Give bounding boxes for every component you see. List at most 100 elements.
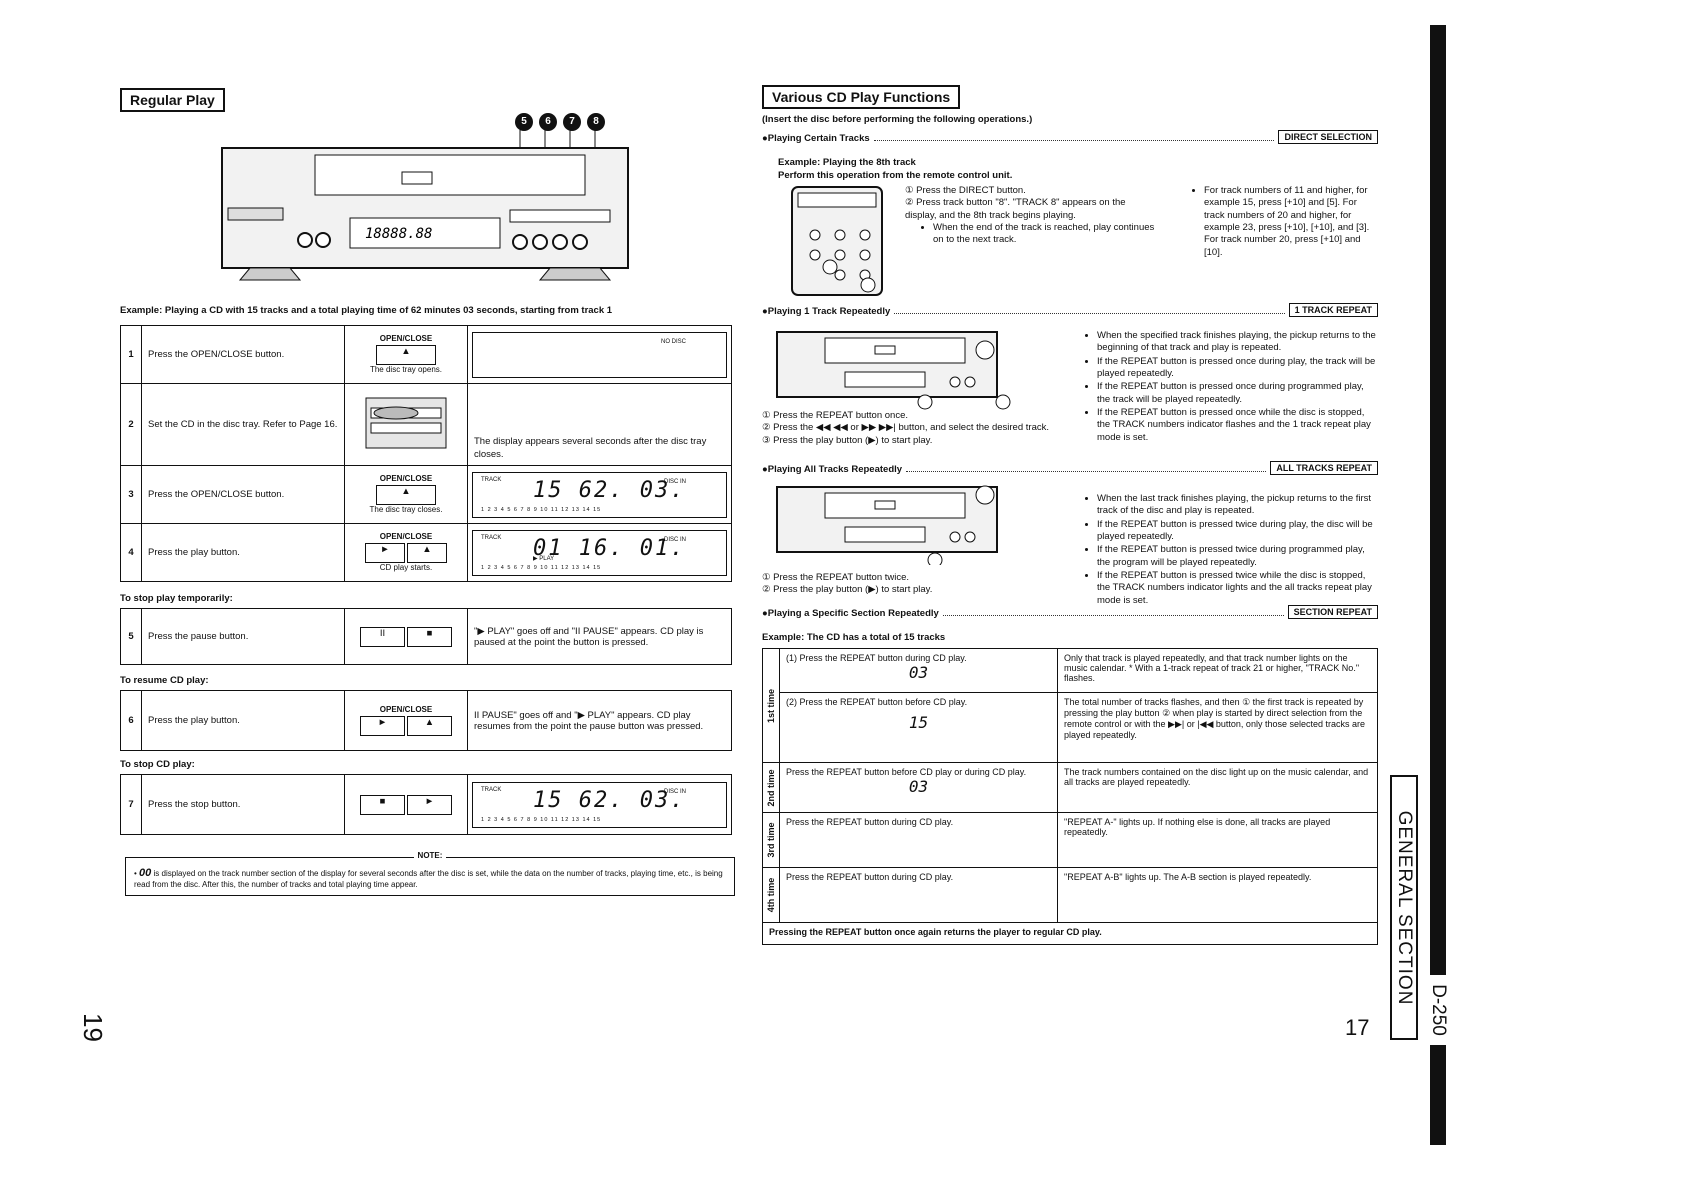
step-number: 4	[120, 523, 142, 582]
repeat-action: (1) Press the REPEAT button during CD pl…	[779, 648, 1058, 693]
btn-label: OPEN/CLOSE	[379, 532, 433, 542]
section-repeat-table: 1st time (1) Press the REPEAT button dur…	[762, 648, 1378, 945]
play-button-illustration: ►	[360, 715, 405, 736]
sec2-bullet-1: When the specified track finishes playin…	[1097, 330, 1378, 355]
sec2-step-3: ③ Press the play button (▶) to start pla…	[762, 434, 933, 446]
open-close-button-illustration: ▲	[376, 344, 436, 365]
note-box: NOTE: • 00 is displayed on the track num…	[125, 851, 735, 896]
sec3-bullet-2: If the REPEAT button is pressed twice du…	[1097, 519, 1378, 544]
action-text: Press the REPEAT button during CD play.	[786, 817, 954, 827]
sec3-bullets: When the last track finishes playing, th…	[1085, 493, 1378, 608]
repeat-footer: Pressing the REPEAT button once again re…	[762, 922, 1378, 945]
action-text: (2) Press the REPEAT button before CD pl…	[786, 697, 968, 707]
step-illustration: ■ ►	[344, 774, 468, 835]
sec3-bullet-1: When the last track finishes playing, th…	[1097, 493, 1378, 518]
step-text: Press the OPEN/CLOSE button.	[141, 465, 345, 524]
sec1-step-2: ② Press track button "8". "TRACK 8" appe…	[905, 197, 1126, 221]
sec3-step-1: ① Press the REPEAT button twice.	[762, 572, 910, 583]
step-number: 7	[120, 774, 142, 835]
step-row-7: 7 Press the stop button. ■ ► TRACK 15 62…	[120, 774, 732, 835]
lcd-digits: 15 62. 03.	[533, 787, 686, 813]
repeat-twice-illustration	[776, 485, 998, 565]
note-title: NOTE:	[413, 851, 447, 860]
regular-play-header: Regular Play	[120, 88, 225, 112]
action-digits: 03	[908, 663, 929, 682]
step-display: TRACK 15 62. 03. DISC IN 1 2 3 4 5 6 7 8…	[467, 774, 732, 835]
action-text: Press the REPEAT button before CD play o…	[786, 767, 1027, 777]
step-number: 3	[120, 465, 142, 524]
track-calendar: 1 2 3 4 5 6 7 8 9 10 11 12 13 14 15	[481, 816, 602, 823]
play-button-illustration: ►	[407, 794, 452, 815]
repeat-desc: "REPEAT A-B" lights up. The A-B section …	[1057, 867, 1378, 923]
step-row-1: 1 Press the OPEN/CLOSE button. OPEN/CLOS…	[120, 325, 732, 384]
step-display: The display appears several seconds afte…	[467, 383, 732, 466]
pause-button-illustration: II	[360, 626, 405, 647]
display-note: The display appears several seconds afte…	[474, 436, 707, 460]
left-page-number: 19	[77, 1013, 108, 1042]
repeat-action: Press the REPEAT button during CD play.	[779, 867, 1058, 923]
remote-control-illustration	[791, 186, 883, 296]
sec2-step-2: ② Press the ◀◀ ◀◀ or ▶▶ ▶▶| button, and …	[762, 422, 1049, 434]
repeat-desc: "REPEAT A-" lights up. If nothing else i…	[1057, 812, 1378, 868]
step-number: 5	[120, 608, 142, 665]
btn-label: OPEN/CLOSE	[379, 705, 433, 715]
callout-6: 6	[539, 113, 557, 131]
step-row-2: 2 Set the CD in the disc tray. Refer to …	[120, 383, 732, 466]
sec3-bullet-3: If the REPEAT button is pressed twice du…	[1097, 544, 1378, 569]
resume-label: To resume CD play:	[120, 675, 209, 686]
stop-button-illustration: ■	[407, 626, 452, 647]
intro-text: (Insert the disc before performing the f…	[762, 114, 1033, 125]
track-label: TRACK	[481, 786, 502, 793]
repeat-row-2: 2nd time Press the REPEAT button before …	[762, 762, 1378, 813]
sec3-bullet-4: If the REPEAT button is pressed twice wh…	[1097, 570, 1378, 607]
section-title: Playing 1 Track Repeatedly	[767, 306, 891, 317]
step-text: Press the stop button.	[141, 774, 345, 835]
step-illustration: OPEN/CLOSE ▲ The disc tray opens.	[344, 325, 468, 384]
row-label: 1st time	[762, 648, 780, 763]
callout-group: 5 6 7 8	[515, 113, 605, 131]
stop-button-illustration: ■	[360, 794, 405, 815]
step-illustration: OPEN/CLOSE ► ▲ CD play starts.	[344, 523, 468, 582]
sec2-bullets: When the specified track finishes playin…	[1085, 330, 1378, 445]
action-text: (1) Press the REPEAT button during CD pl…	[786, 653, 967, 663]
step-caption: The disc tray opens.	[369, 364, 443, 374]
repeat-action: Press the REPEAT button before CD play o…	[779, 762, 1058, 813]
section-tag: 1 TRACK REPEAT	[1288, 303, 1378, 317]
note-text-wrap: • 00 is displayed on the track number se…	[134, 867, 723, 890]
btn-label: OPEN/CLOSE	[379, 474, 433, 484]
section-1-track-repeat-header: ● Playing 1 Track Repeatedly 1 TRACK REP…	[762, 303, 1378, 317]
row-label: 3rd time	[762, 812, 780, 868]
section-tag: ALL TRACKS REPEAT	[1270, 461, 1378, 475]
repeat-desc: Only that track is played repeatedly, an…	[1057, 648, 1378, 693]
track-label: TRACK	[481, 476, 502, 483]
action-text: Press the REPEAT button during CD play.	[786, 872, 954, 882]
sec2-bullet-3: If the REPEAT button is pressed once dur…	[1097, 381, 1378, 406]
lcd-display: TRACK 15 62. 03. DISC IN 1 2 3 4 5 6 7 8…	[472, 781, 727, 828]
open-close-button-illustration: ▲	[407, 715, 452, 736]
section-title: Playing Certain Tracks	[767, 133, 870, 144]
section-direct-selection-header: ● Playing Certain Tracks DIRECT SELECTIO…	[762, 130, 1378, 144]
black-edge-bar-bottom	[1430, 1045, 1446, 1145]
lcd-display: NO DISC	[472, 331, 727, 378]
disc-in-label: DISC IN	[663, 536, 686, 543]
step-caption: The disc tray closes.	[369, 504, 443, 514]
sec3-steps: ① Press the REPEAT button twice. ② Press…	[762, 572, 1062, 597]
row-label: 4th time	[762, 867, 780, 923]
sec1-example: Example: Playing the 8th track	[778, 157, 916, 168]
lcd-digits: 01 16. 01.	[533, 535, 686, 561]
steps-table-1-4: 1 Press the OPEN/CLOSE button. OPEN/CLOS…	[120, 325, 732, 582]
section-tag: DIRECT SELECTION	[1278, 130, 1378, 144]
track-calendar: 1 2 3 4 5 6 7 8 9 10 11 12 13 14 15	[481, 506, 602, 513]
black-edge-bar	[1430, 25, 1446, 975]
repeat-once-illustration	[776, 331, 1011, 410]
section-all-tracks-repeat-header: ● Playing All Tracks Repeatedly ALL TRAC…	[762, 461, 1378, 475]
repeat-row-4: 4th time Press the REPEAT button during …	[762, 867, 1378, 923]
model-label-box: D-250	[1426, 975, 1450, 1045]
step-text: Press the play button.	[141, 690, 345, 751]
open-close-button-illustration: ▲	[376, 484, 436, 505]
section-title: Playing All Tracks Repeatedly	[767, 464, 903, 475]
stop-temporarily-label: To stop play temporarily:	[120, 593, 233, 604]
sec1-notes-wrap: For track numbers of 11 and higher, for …	[1192, 185, 1378, 260]
repeat-action: (2) Press the REPEAT button before CD pl…	[779, 692, 1058, 763]
step-number: 6	[120, 690, 142, 751]
